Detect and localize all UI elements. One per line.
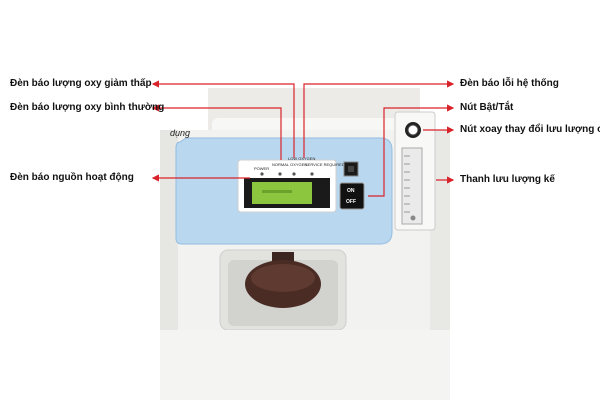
flow-tube <box>401 147 423 225</box>
service-light <box>310 172 314 176</box>
panel-label-normal: NORMAL OXYGEN <box>272 162 307 167</box>
arrow-low-oxygen <box>151 80 295 158</box>
arrow-power-button <box>368 104 455 197</box>
label-flowmeter: Thanh lưu lượng kế <box>460 174 555 185</box>
bottle-cap-highlight <box>251 264 315 292</box>
label-system-error: Đèn báo lỗi hệ thống <box>460 78 559 89</box>
device-base <box>160 330 450 400</box>
panel-label-service: SERVICE REQUIRED <box>305 162 345 167</box>
fragment-word: dụng <box>170 128 191 138</box>
power-light <box>260 172 264 176</box>
on-text: ON <box>347 188 355 194</box>
label-power-button: Nút Bật/Tắt <box>460 102 514 113</box>
off-text: OFF <box>346 199 356 205</box>
normal-oxygen-light <box>278 172 282 176</box>
small-square-inner <box>348 166 354 172</box>
label-low-oxygen: Đèn báo lượng oxy giảm thấp <box>10 78 152 89</box>
flow-tube-ticks <box>404 155 410 213</box>
label-flow-knob: Nút xoay thay đổi lưu lượng oxy <box>460 124 600 135</box>
panel-label-power: POWER <box>254 166 269 171</box>
panel-label-low: LOW OXYGEN <box>288 156 315 161</box>
arrow-system-error <box>303 80 455 158</box>
arrow-normal-oxygen <box>151 104 282 160</box>
flow-knob-face[interactable] <box>407 124 419 136</box>
label-power-indicator: Đèn báo nguồn hoạt động <box>10 172 134 183</box>
label-normal-oxygen: Đèn báo lượng oxy bình thường <box>10 102 165 113</box>
lcd-text <box>262 190 292 193</box>
power-rocker[interactable] <box>339 182 365 210</box>
flow-float <box>410 215 416 221</box>
low-oxygen-light <box>292 172 296 176</box>
